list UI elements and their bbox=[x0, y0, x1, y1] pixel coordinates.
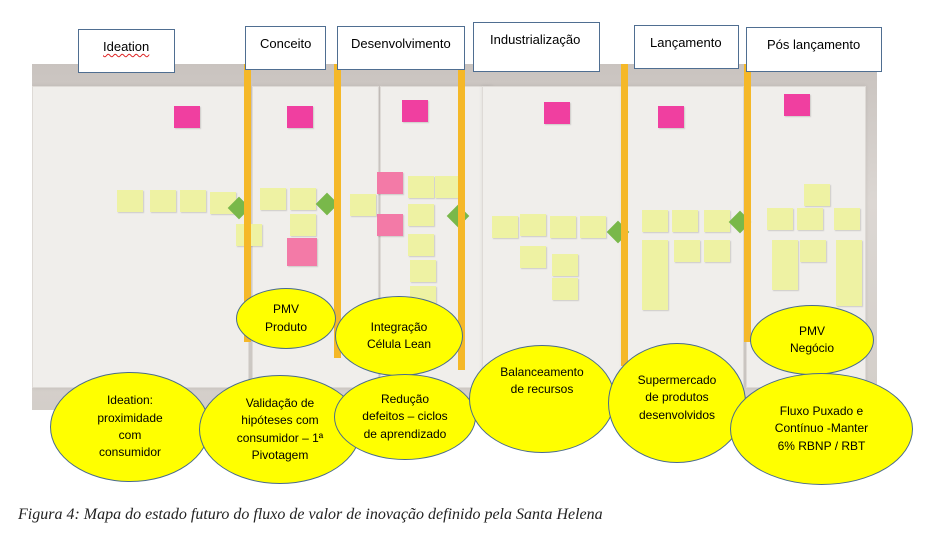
phase-divider-line bbox=[621, 64, 628, 366]
ellipse-balanceamento: Balanceamento de recursos bbox=[469, 345, 615, 453]
phase-header-lancamento: Lançamento bbox=[634, 25, 739, 69]
sticky-note bbox=[704, 210, 730, 232]
phase-divider-line bbox=[334, 64, 341, 358]
phase-label: Lançamento bbox=[650, 35, 722, 50]
sticky-note bbox=[520, 246, 546, 268]
sticky-note bbox=[544, 102, 570, 124]
sticky-note bbox=[290, 188, 316, 210]
sticky-note bbox=[580, 216, 606, 238]
ellipse-integracao-celula-lean: Integração Célula Lean bbox=[335, 296, 463, 376]
sticky-note bbox=[408, 176, 434, 198]
sticky-note bbox=[377, 214, 403, 236]
sticky-note bbox=[834, 208, 860, 230]
sticky-note bbox=[260, 188, 286, 210]
sticky-note bbox=[402, 100, 428, 122]
sticky-note bbox=[180, 190, 206, 212]
phase-divider-line bbox=[744, 64, 751, 342]
sticky-note bbox=[408, 234, 434, 256]
sticky-note bbox=[492, 216, 518, 238]
sticky-note bbox=[772, 240, 798, 290]
ellipse-ideation-proximidade: Ideation: proximidade com consumidor bbox=[50, 372, 210, 482]
sticky-note bbox=[642, 240, 668, 310]
ellipse-text: Redução defeitos – ciclos de aprendizado bbox=[362, 391, 448, 441]
sticky-note bbox=[117, 190, 143, 212]
phase-label: Pós lançamento bbox=[767, 37, 861, 52]
ellipse-text: PMV Produto bbox=[264, 302, 308, 334]
phase-label: Industrialização bbox=[490, 32, 581, 47]
sticky-note bbox=[642, 210, 668, 232]
ellipse-pmv-negocio: PMV Negócio bbox=[750, 305, 874, 375]
sticky-note bbox=[767, 208, 793, 230]
phase-header-ideation: Ideation bbox=[78, 29, 175, 73]
ellipse-text: Ideation: proximidade com consumidor bbox=[97, 393, 163, 460]
sticky-note bbox=[658, 106, 684, 128]
sticky-note bbox=[704, 240, 730, 262]
ellipse-text: Fluxo Puxado e Contínuo -Manter 6% RBNP … bbox=[774, 403, 869, 453]
phase-divider-line bbox=[244, 64, 251, 342]
sticky-note bbox=[550, 216, 576, 238]
ellipse-fluxo-puxado: Fluxo Puxado e Contínuo -Manter 6% RBNP … bbox=[730, 373, 913, 485]
ellipse-pmv-produto: PMV Produto bbox=[236, 288, 336, 349]
phase-label: Conceito bbox=[260, 36, 312, 51]
sticky-note bbox=[552, 278, 578, 300]
ellipse-text: Validação de hipóteses com consumidor – … bbox=[236, 395, 324, 462]
sticky-note bbox=[784, 94, 810, 116]
sticky-note bbox=[377, 172, 403, 194]
phase-divider-line bbox=[458, 64, 465, 370]
sticky-note bbox=[350, 194, 376, 216]
sticky-note bbox=[410, 260, 436, 282]
ellipse-validacao-hipoteses: Validação de hipóteses com consumidor – … bbox=[199, 375, 361, 484]
phase-header-desenvolvimento: Desenvolvimento bbox=[337, 26, 465, 70]
sticky-note bbox=[174, 106, 200, 128]
figure-caption: Figura 4: Mapa do estado futuro do fluxo… bbox=[18, 506, 603, 523]
phase-header-conceito: Conceito bbox=[245, 26, 326, 70]
ellipse-text: Integração Célula Lean bbox=[366, 319, 432, 351]
sticky-note bbox=[408, 204, 434, 226]
sticky-note bbox=[672, 210, 698, 232]
sticky-note bbox=[290, 214, 316, 236]
phase-header-pos-lancamento: Pós lançamento bbox=[746, 27, 882, 72]
paper-sheet bbox=[32, 86, 249, 388]
ellipse-text: PMV Negócio bbox=[789, 323, 835, 355]
sticky-note bbox=[836, 240, 862, 306]
ellipse-supermercado: Supermercado de produtos desenvolvidos bbox=[608, 343, 746, 463]
sticky-note bbox=[287, 238, 317, 266]
sticky-note bbox=[552, 254, 578, 276]
sticky-note bbox=[674, 240, 700, 262]
phase-label: Desenvolvimento bbox=[351, 36, 451, 51]
ellipse-reducao-defeitos: Redução defeitos – ciclos de aprendizado bbox=[334, 374, 476, 460]
ellipse-text: Supermercado de produtos desenvolvidos bbox=[637, 373, 717, 422]
sticky-note bbox=[797, 208, 823, 230]
sticky-note bbox=[800, 240, 826, 262]
phase-label: Ideation bbox=[103, 39, 150, 54]
sticky-note bbox=[150, 190, 176, 212]
phase-header-industrializacao: Industrialização bbox=[473, 22, 600, 72]
sticky-note bbox=[804, 184, 830, 206]
ellipse-text: Balanceamento de recursos bbox=[500, 365, 584, 397]
sticky-note bbox=[435, 176, 461, 198]
sticky-note bbox=[520, 214, 546, 236]
sticky-note bbox=[287, 106, 313, 128]
